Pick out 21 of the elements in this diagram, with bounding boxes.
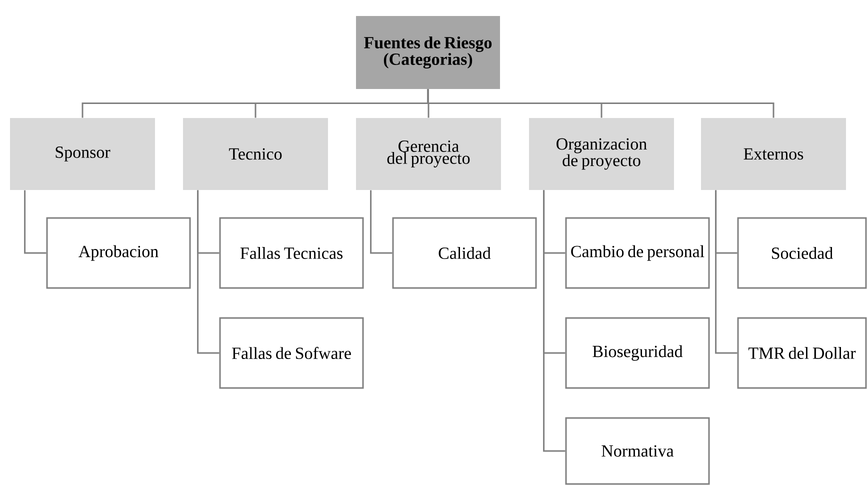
connector xyxy=(427,89,774,118)
connector xyxy=(24,190,46,254)
risk-box: Sociedad xyxy=(737,217,867,289)
risk-box: Bioseguridad xyxy=(565,317,710,389)
connector xyxy=(543,190,566,452)
category-box: Externos xyxy=(701,118,846,190)
risk-box: TMR del Dollar xyxy=(737,317,867,389)
connector xyxy=(197,190,220,354)
risk-box: Cambio de personal xyxy=(565,217,710,289)
category-box: Sponsor xyxy=(10,118,155,190)
category-box: Gerencia del proyecto xyxy=(356,118,501,190)
risk-box: Fallas Tecnicas xyxy=(219,217,364,289)
connector xyxy=(370,190,392,254)
risk-box: Fallas de Sofware xyxy=(219,317,364,389)
risk-box: Aprobacion xyxy=(46,217,191,289)
risk-box: Calidad xyxy=(392,217,537,289)
connector xyxy=(715,190,738,354)
root-box: Fuentes de Riesgo (Categorias) xyxy=(356,16,500,89)
risk-box: Normativa xyxy=(565,417,710,485)
category-box: Tecnico xyxy=(183,118,328,190)
category-box: Organizacion de proyecto xyxy=(529,118,674,190)
